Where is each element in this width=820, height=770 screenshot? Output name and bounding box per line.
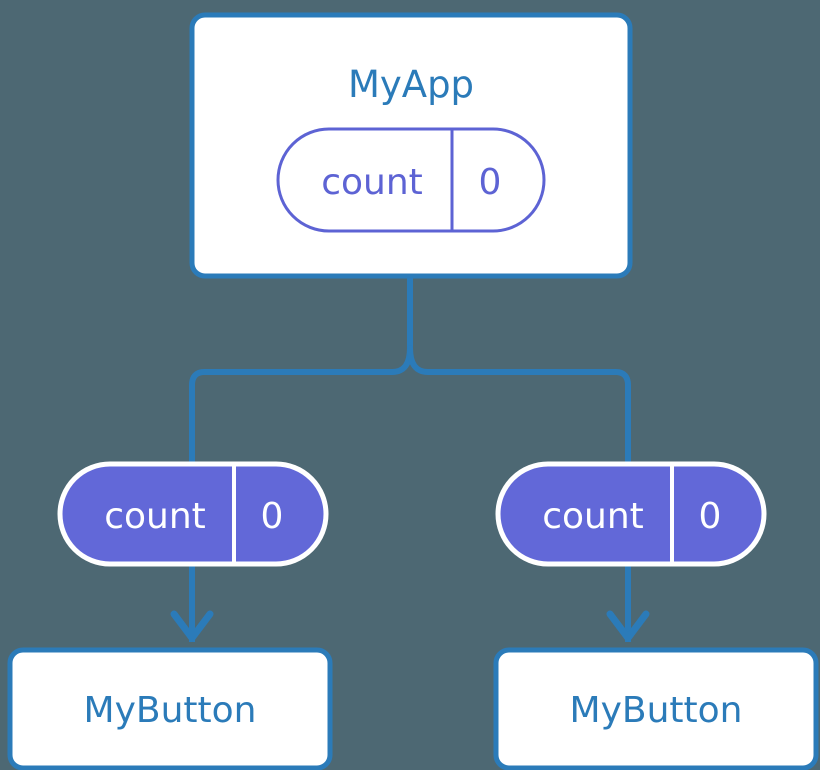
connector-layer	[170, 277, 650, 642]
right-child-component-box	[493, 647, 819, 770]
root-state-pill[interactable]: count 0	[276, 127, 546, 233]
left-state-pill[interactable]: count 0	[57, 461, 329, 567]
root-component[interactable]: MyApp count 0	[189, 12, 633, 279]
left-state-value: 0	[261, 496, 284, 537]
right-state-pill[interactable]: count 0	[495, 461, 767, 567]
split-connector-right	[407, 345, 631, 481]
left-child-component-label: MyButton	[84, 690, 257, 731]
arrow-connector-right-head	[606, 610, 650, 642]
split-connector-left	[189, 345, 413, 481]
left-child-component-box	[7, 647, 333, 770]
left-child-component[interactable]: MyButton	[7, 647, 333, 770]
right-state-pill-body	[495, 461, 767, 567]
right-state-value: 0	[699, 496, 722, 537]
left-state-pill-body	[57, 461, 329, 567]
root-state-pill-body	[276, 127, 546, 233]
right-state-key: count	[542, 496, 644, 537]
root-component-label: MyApp	[348, 63, 474, 106]
right-child-component[interactable]: MyButton	[493, 647, 819, 770]
left-state-key: count	[104, 496, 206, 537]
arrow-connector-left-head	[170, 610, 214, 642]
right-child-component-label: MyButton	[570, 690, 743, 731]
root-state-value: 0	[479, 162, 502, 203]
root-state-key: count	[321, 162, 423, 203]
